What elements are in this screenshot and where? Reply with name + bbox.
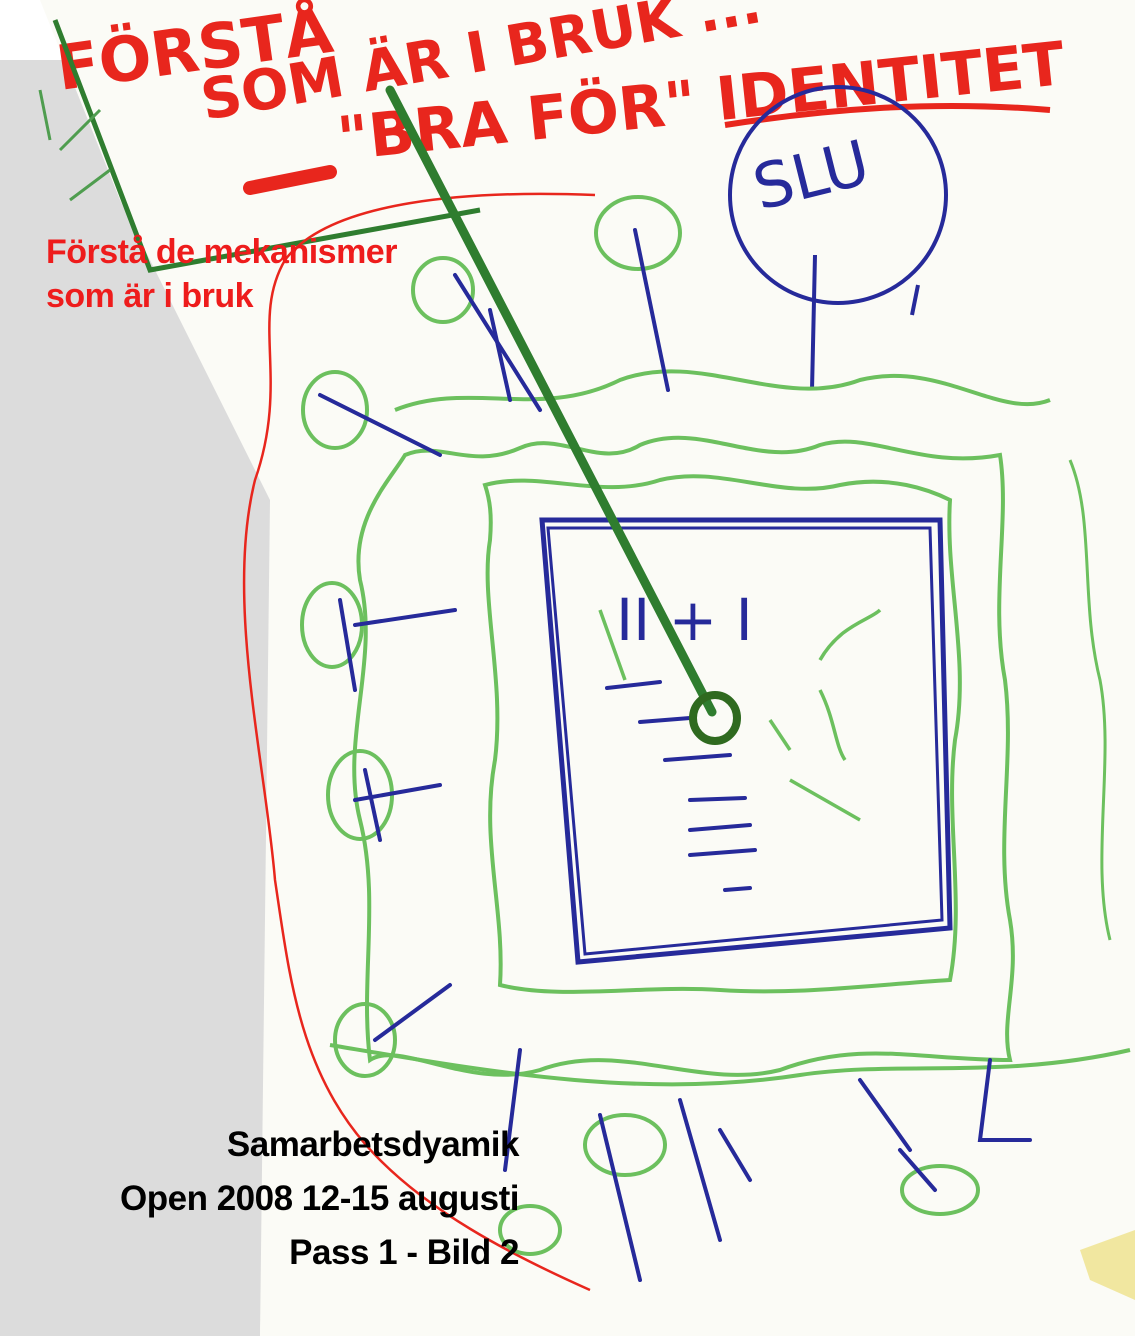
slide-title-line: som är i bruk xyxy=(46,274,397,318)
footer-event-dates: Open 2008 12-15 augusti xyxy=(120,1172,519,1226)
slide-title: Förstå de mekanismer som är i bruk xyxy=(46,230,397,318)
slide-footer: Samarbetsdyamik Open 2008 12-15 augusti … xyxy=(120,1118,519,1280)
footer-course-name: Samarbetsdyamik xyxy=(120,1118,519,1172)
center-label: II + I xyxy=(616,586,753,654)
slide-title-line: Förstå de mekanismer xyxy=(46,230,397,274)
footer-slide-number: Pass 1 - Bild 2 xyxy=(120,1226,519,1280)
